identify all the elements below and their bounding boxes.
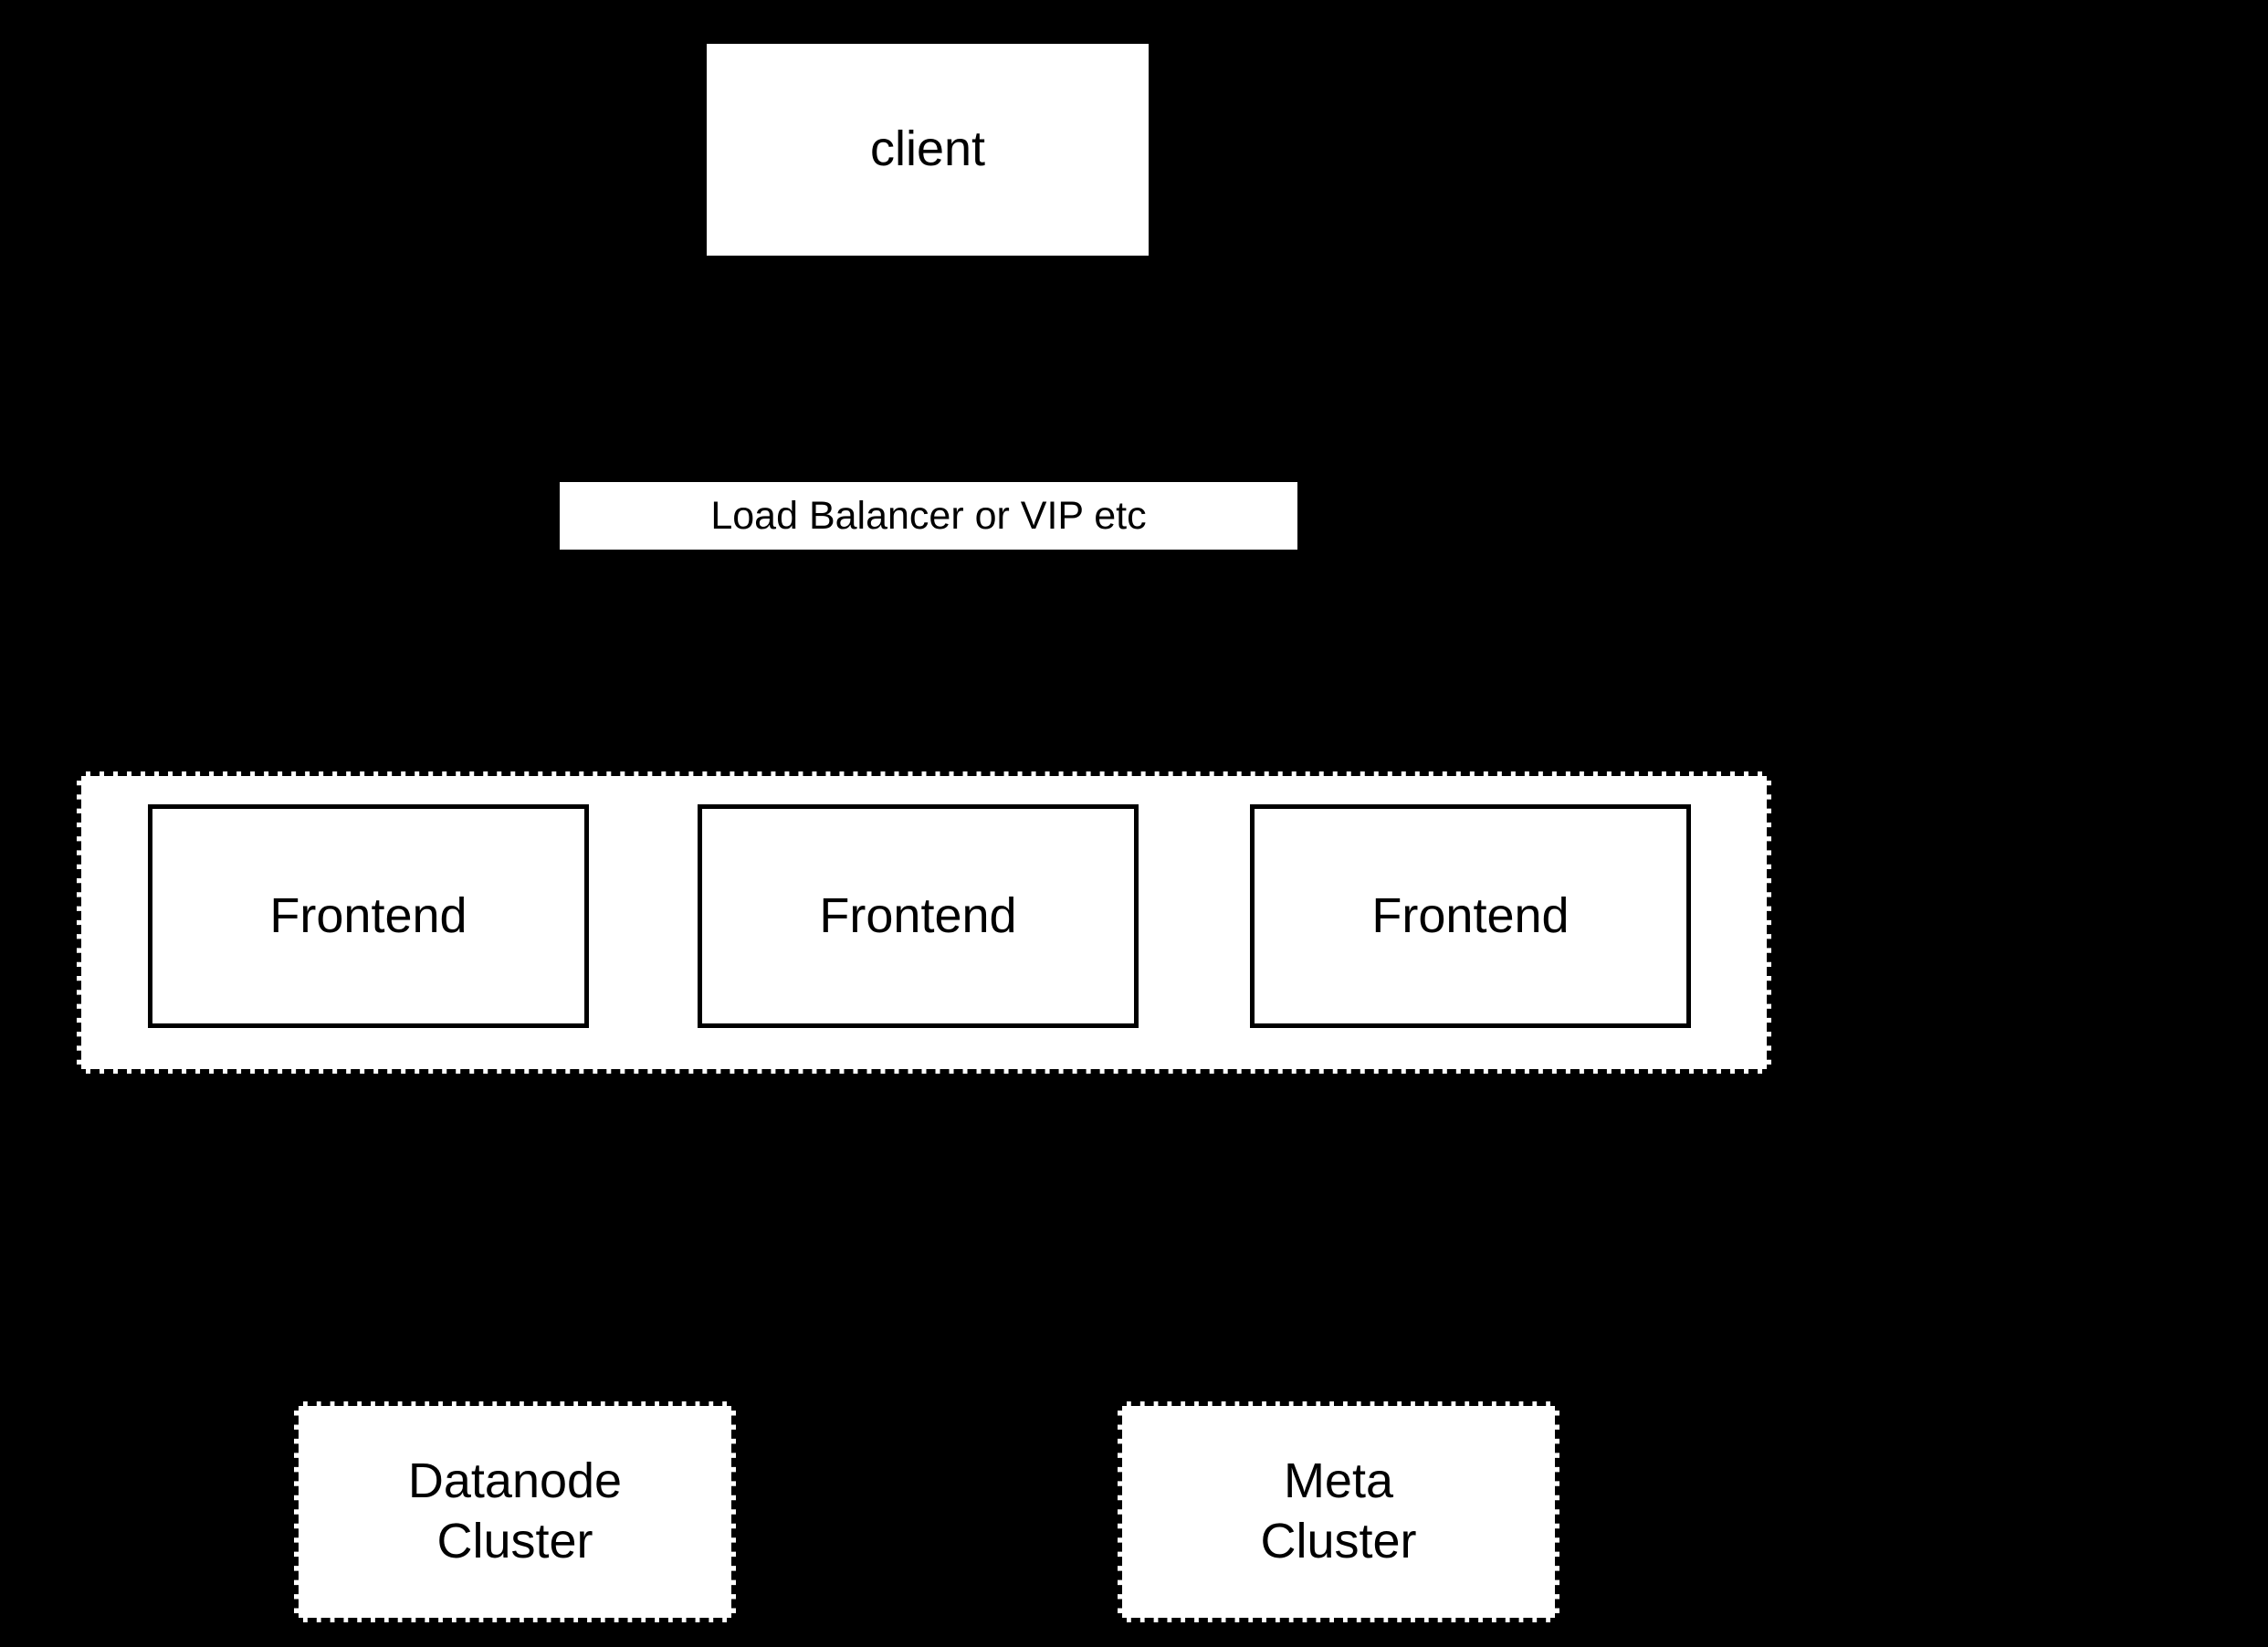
- node-client[interactable]: client: [707, 44, 1149, 256]
- node-datanode-cluster-label: Datanode Cluster: [407, 1453, 623, 1568]
- node-frontend-3[interactable]: Frontend: [1250, 804, 1691, 1028]
- node-load-balancer-label: Load Balancer or VIP etc: [710, 493, 1147, 538]
- node-frontend-1-label: Frontend: [269, 887, 467, 943]
- node-datanode-cluster[interactable]: Datanode Cluster: [294, 1401, 736, 1622]
- node-frontend-1[interactable]: Frontend: [148, 804, 589, 1028]
- node-frontend-2[interactable]: Frontend: [698, 804, 1139, 1028]
- node-frontend-3-label: Frontend: [1371, 887, 1570, 943]
- node-load-balancer[interactable]: Load Balancer or VIP etc: [560, 482, 1297, 550]
- node-meta-cluster[interactable]: Meta Cluster: [1118, 1401, 1559, 1622]
- group-frontend-cluster[interactable]: Frontend Frontend Frontend: [77, 771, 1771, 1074]
- node-client-label: client: [869, 121, 986, 177]
- node-meta-cluster-label: Meta Cluster: [1260, 1453, 1417, 1568]
- node-frontend-2-label: Frontend: [819, 887, 1017, 943]
